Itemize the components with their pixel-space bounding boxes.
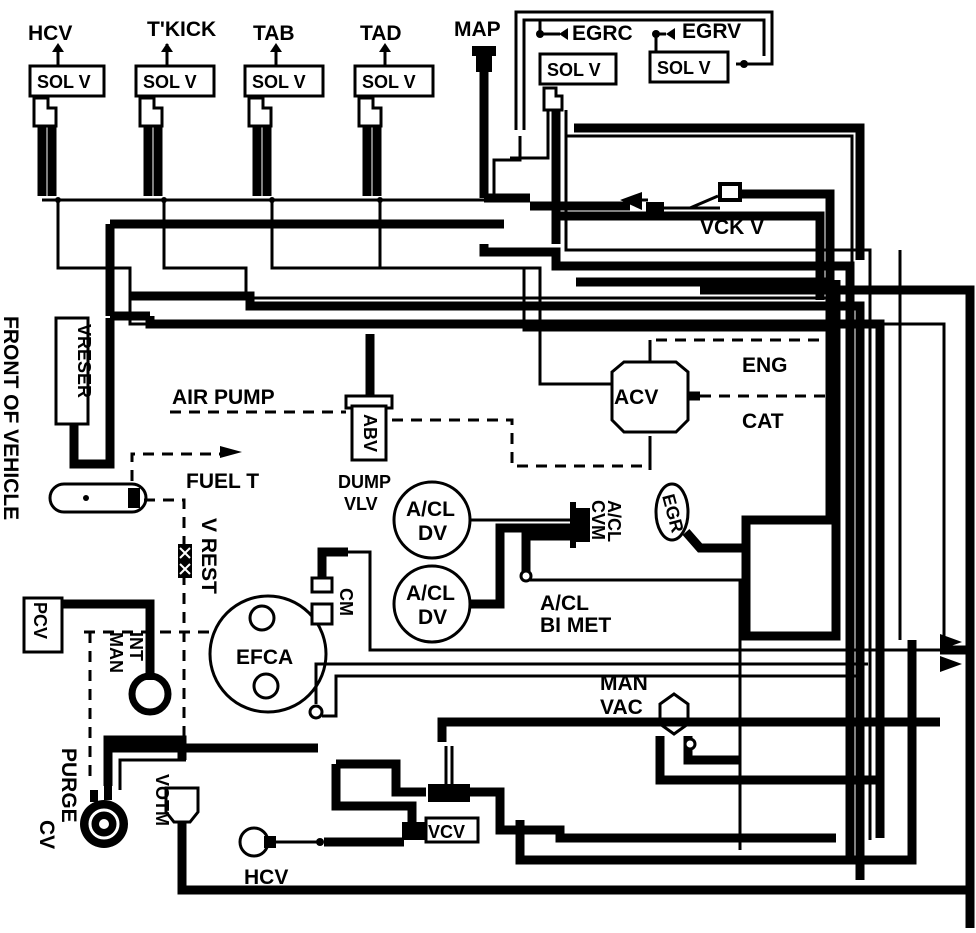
solenoid-tad-body (353, 64, 435, 98)
solenoid-hcv-body (28, 64, 106, 98)
solenoid-egrv: EGRV SOL V (648, 20, 741, 84)
vcv: VCV (108, 717, 940, 844)
cm-label: CM (336, 588, 356, 616)
acl-bi-met-line2: BI MET (540, 614, 611, 637)
vreser: VRESER (54, 316, 115, 469)
egr-valve: EGR (654, 482, 746, 553)
vreser-label: VRESER (74, 324, 94, 398)
v-rest-label: V REST (197, 518, 220, 594)
solenoid-hcv: HCV SOL V (28, 22, 106, 196)
solenoid-tad-label: SOL V (362, 72, 416, 92)
solenoid-tab-body (243, 64, 325, 98)
cat-label: CAT (742, 410, 784, 433)
purge-cv-line1: PURGE (57, 748, 80, 823)
acl-dv-lower-line1: A/CL (406, 582, 455, 605)
acl-bi-met-line1: A/CL (540, 592, 589, 615)
solenoid-egrc: EGRC SOL V (538, 22, 633, 112)
acl-cvm-line1: A/CL (604, 500, 624, 542)
acl-dv-lower-line2: DV (418, 606, 447, 629)
solenoid-tab-port (247, 96, 273, 128)
solenoid-tad-title: TAD (360, 22, 402, 45)
dump-vlv-label-2: VLV (344, 494, 378, 514)
acl-dv-upper-line2: DV (418, 522, 447, 545)
man-vac-line2: VAC (600, 696, 643, 719)
vcv-label: VCV (428, 822, 465, 842)
fuel-t-label: FUEL T (186, 470, 259, 493)
pcv-label: PCV (30, 602, 50, 639)
air-pump-label: AIR PUMP (172, 386, 275, 409)
solenoid-tad-port (357, 96, 383, 128)
hcv-bottom-label: HCV (244, 866, 288, 889)
solenoid-egrc-label: SOL V (547, 60, 601, 80)
solenoid-tad: TAD SOL V (353, 22, 435, 196)
solenoid-hcv-title: HCV (28, 22, 72, 45)
efca-label: EFCA (236, 646, 293, 669)
efca-body (208, 594, 328, 714)
map-sensor: MAP (454, 18, 501, 198)
solenoid-egrc-port (542, 86, 564, 112)
acl-dv-lower: A/CL DV (392, 523, 576, 644)
eng-label: ENG (742, 354, 788, 377)
vreser-body (54, 316, 90, 426)
solenoid-egrv-label: SOL V (657, 58, 711, 78)
acv-label: ACV (614, 386, 658, 409)
pcv-body (22, 596, 64, 654)
map-label: MAP (454, 18, 501, 41)
acl-cvm-line2: CVM (588, 500, 608, 540)
acl-dv-upper: A/CL DV (392, 480, 576, 560)
abv-valve: ABV (344, 334, 394, 462)
vck-v-label: VCK V (700, 216, 764, 239)
man-vac-line1: MAN (600, 672, 648, 695)
votm-label: VOTM (152, 774, 172, 826)
solenoid-tab-title: TAB (253, 22, 295, 45)
dump-vlv-label-1: DUMP (338, 472, 391, 492)
votm-body (164, 786, 200, 824)
abv-body (350, 404, 388, 462)
purge-cv: PURGE CV (35, 735, 187, 849)
egr-body (654, 482, 690, 542)
acv-body (610, 360, 690, 434)
man-vac: MAN VAC (600, 672, 880, 785)
vcv-body (424, 816, 480, 844)
int-man-port (128, 672, 172, 716)
solenoid-egrv-title: EGRV (682, 20, 741, 43)
solenoid-egrv-body (648, 50, 730, 84)
solenoid-tkick-label: SOL V (143, 72, 197, 92)
v-rest: V REST (178, 518, 220, 594)
solenoid-tab: TAB SOL V (243, 22, 325, 196)
solenoid-tab-label: SOL V (252, 72, 306, 92)
votm: VOTM (152, 774, 970, 895)
solenoid-hcv-label: SOL V (37, 72, 91, 92)
acl-dv-upper-line1: A/CL (406, 498, 455, 521)
solenoid-tkick: T'KICK SOL V (134, 18, 216, 196)
int-man-line1: INT (126, 632, 146, 661)
fuel-tank-body (48, 482, 148, 514)
purge-cv-line2: CV (35, 820, 58, 849)
efca: EFCA CM (208, 547, 940, 720)
man-vac-body (658, 692, 690, 736)
solenoid-tkick-port (138, 96, 164, 128)
vck-valve: VCK V (689, 182, 780, 239)
solenoid-egrc-title: EGRC (572, 22, 633, 45)
abv-label: ABV (360, 414, 380, 452)
fuel-tank: FUEL T (48, 446, 259, 760)
solenoid-tkick-title: T'KICK (147, 18, 216, 41)
acv-valve: ACV ENG CAT (540, 338, 826, 470)
hcv-valve: HCV (238, 826, 404, 889)
solenoid-hcv-port (32, 96, 58, 128)
pcv: PCV (22, 596, 155, 680)
front-of-vehicle-label: FRONT OF VEHICLE (0, 316, 22, 520)
solenoid-egrc-body (538, 52, 618, 86)
int-man-line2: MAN (106, 632, 126, 673)
solenoid-tkick-body (134, 64, 216, 98)
